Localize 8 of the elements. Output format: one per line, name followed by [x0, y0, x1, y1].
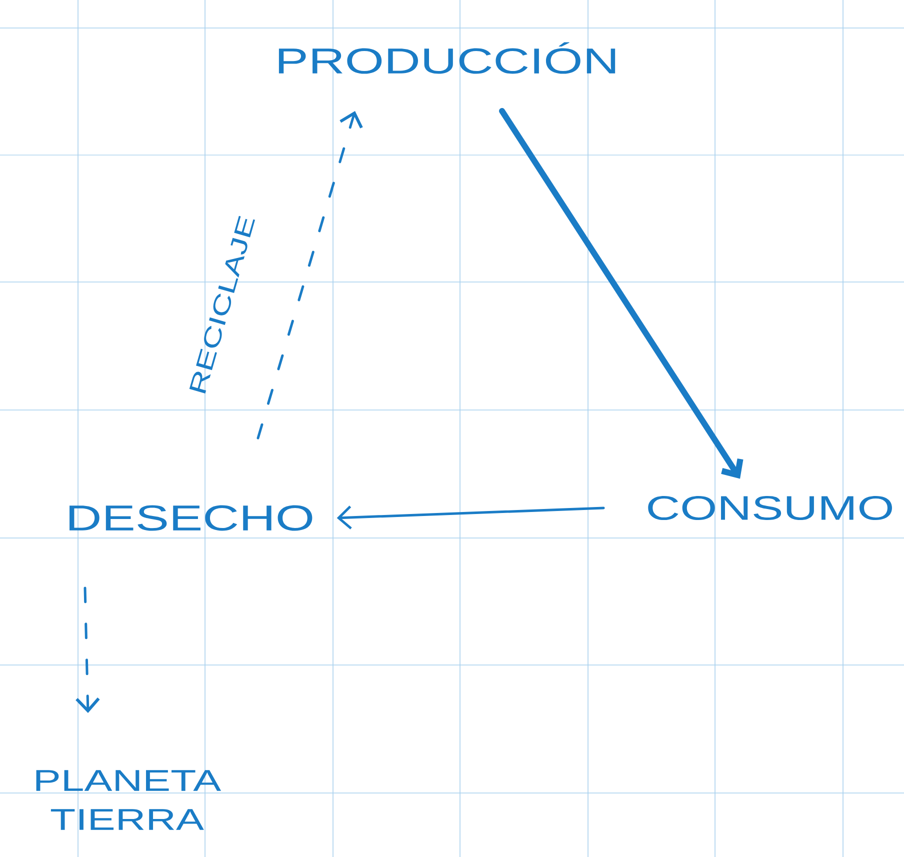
arrow	[256, 110, 363, 440]
arrow	[336, 506, 605, 530]
arrow	[76, 586, 100, 713]
node-label: PRODUCCIÓN	[278, 42, 616, 74]
node-label: PLANETA TIERRA	[36, 770, 222, 830]
arrow	[499, 108, 744, 479]
node-label: CONSUMO	[648, 496, 892, 520]
node-label: DESECHO	[70, 505, 312, 531]
